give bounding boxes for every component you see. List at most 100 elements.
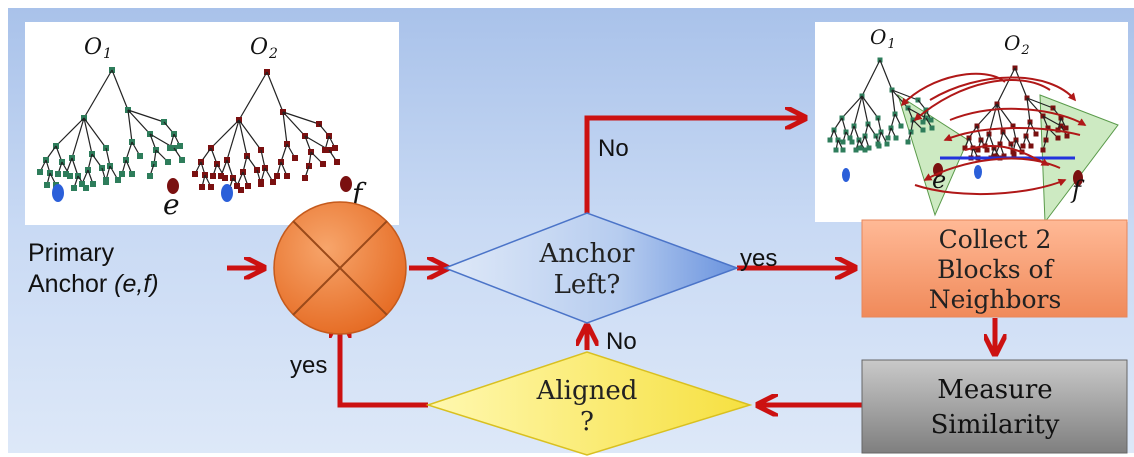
left-o1-edge-3: [55, 117, 85, 147]
right-o1-node-28: [853, 147, 859, 153]
right-o1-node-72: [920, 127, 926, 133]
left-o2-label: O2: [250, 35, 278, 62]
junction-cross-line-2: [292, 220, 388, 316]
left-o2-node-60: [284, 173, 290, 179]
right-o1-node-30: [862, 147, 868, 153]
right-o1-edge-51: [879, 59, 893, 91]
right-o2-label: O2: [1004, 31, 1030, 58]
right-o1-node-84: [920, 119, 926, 125]
left-o2-node-8: [192, 171, 198, 177]
correspondence-arrow-2: [929, 76, 1077, 102]
left-o2-node-72: [320, 161, 326, 167]
left-o1-edge-43: [83, 117, 107, 149]
collect-text-line3: Neighbors: [929, 285, 1062, 314]
right-o1-node-12: [833, 147, 839, 153]
left-o1-node-76: [179, 157, 185, 163]
left-o1-edge-53: [127, 109, 133, 143]
right-o2-node-18: [975, 147, 981, 153]
right-o1-edge-43: [861, 95, 879, 119]
right-o1-node-36: [857, 145, 863, 151]
left-o1-edge-21: [71, 117, 85, 159]
left-o1-node-60: [129, 171, 135, 177]
left-o1-node-18: [55, 171, 61, 177]
left-o2-anchor-node: [221, 184, 233, 202]
left-o1-edge-31: [83, 117, 93, 155]
right-o1-node-60: [893, 135, 899, 141]
left-o2-edge-1: [238, 71, 268, 121]
left-o2-node-14: [208, 184, 214, 190]
left-o1-edge-63: [127, 109, 151, 135]
left-o2-edge-43: [238, 119, 262, 151]
right-o1-node-20: [849, 139, 855, 145]
correspondence-arrow-5: [913, 79, 1051, 122]
correspondence-arrow-6: [914, 178, 1067, 196]
left-o2-edge-21: [226, 119, 240, 161]
right-o2-node-76: [1064, 133, 1070, 139]
anchor-left-text-line2: Left?: [554, 270, 621, 300]
left-o1-node-48: [103, 177, 109, 183]
left-o2-node-82: [332, 145, 338, 151]
left-o1-node-8: [37, 169, 43, 175]
right-o1-node-62: [898, 123, 904, 129]
anchor-left-diamond: [442, 212, 740, 324]
left-o1-node-84: [167, 145, 173, 151]
left-o1-e-node: [167, 178, 179, 194]
left-o2-edge-51: [266, 71, 284, 113]
left-o2-edge-63: [282, 111, 306, 137]
left-o2-node-58: [274, 173, 280, 179]
left-o2-edge-53: [282, 111, 288, 145]
right-o2-node-58: [1020, 143, 1026, 149]
right-trees-panel: O1 O2 e f: [815, 22, 1128, 224]
left-o2-node-20: [222, 175, 228, 181]
right-o2-edge-77: [1026, 97, 1054, 109]
aligned-decision: Aligned ?: [425, 351, 753, 456]
right-o2-node-36: [992, 153, 998, 159]
left-o2-node-30: [238, 187, 244, 193]
right-o2-node-62: [1033, 131, 1039, 137]
right-o1-node-82: [928, 117, 934, 123]
right-o2-edge-63: [1026, 97, 1044, 117]
measure-text-line1: Measure: [937, 375, 1052, 405]
right-o1-node-76: [929, 125, 935, 131]
collect-text-line1: Collect 2: [939, 225, 1052, 254]
anchor-left-decision: Anchor Left?: [442, 212, 740, 324]
edge-label-no-top: No: [598, 135, 629, 162]
right-o1-edge-21: [853, 95, 863, 127]
right-o1-anchor-node: [842, 168, 850, 182]
left-o1-node-70: [147, 173, 153, 179]
right-o1-node-14: [840, 147, 846, 153]
left-o2-node-50: [270, 179, 276, 185]
right-o1-node-8: [827, 137, 833, 143]
left-o1-edge-77: [127, 109, 165, 123]
right-o2-f-node: [1073, 170, 1083, 186]
left-o1-edge-51: [111, 69, 129, 111]
left-o1-node-38: [90, 181, 96, 187]
arrow-aligned-yes-to-junction: [340, 320, 428, 408]
measure-similarity-box: Measure Similarity: [861, 359, 1128, 454]
left-o2-f-node: [340, 176, 352, 192]
left-o2-node-62: [292, 155, 298, 161]
anchor-left-text-line1: Anchor: [539, 239, 635, 269]
left-o1-node-82: [177, 143, 183, 149]
right-o1-node-24: [847, 135, 853, 141]
right-o2-anchor-node: [974, 165, 982, 179]
junction-circle: [273, 201, 407, 335]
left-o1-label: O1: [84, 35, 112, 62]
left-e-label: e: [163, 188, 180, 221]
left-o1-node-28: [71, 185, 77, 191]
left-o2-edge-3: [210, 119, 240, 149]
left-trees-frame: [25, 22, 399, 225]
edge-label-yes-right: yes: [740, 245, 777, 272]
left-o1-node-36: [79, 181, 85, 187]
collect-neighbors-box: Collect 2 Blocks of Neighbors: [861, 219, 1128, 318]
right-o2-node-70: [1040, 147, 1046, 153]
right-o1-edge-1: [861, 59, 881, 97]
left-trees-panel: O1 O2 e f: [25, 22, 399, 225]
left-o2-node-70: [302, 175, 308, 181]
left-o2-edge-31: [238, 119, 248, 157]
right-o1-node-48: [875, 141, 881, 147]
right-o2-edge-3: [976, 103, 998, 127]
right-o1-node-58: [885, 135, 891, 141]
